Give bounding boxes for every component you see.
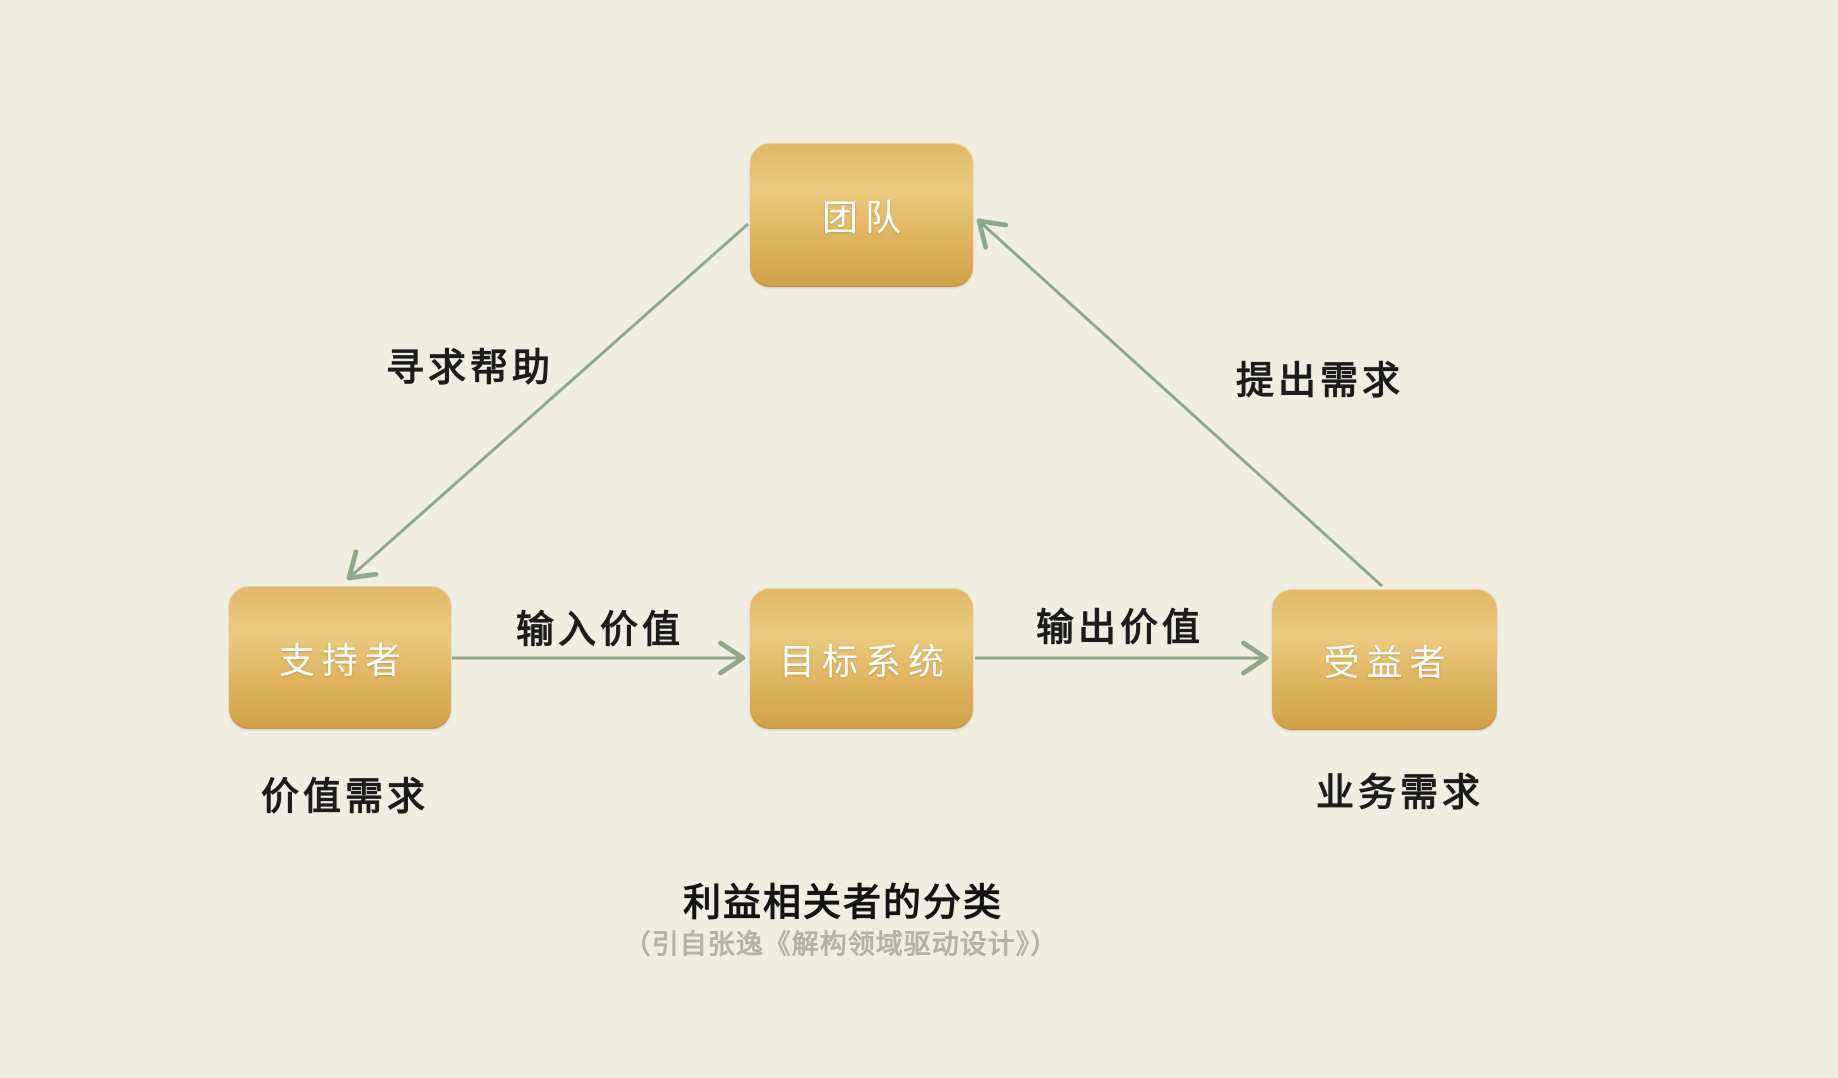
edge-label-output-value: 输出价值 (1035, 607, 1205, 650)
node-target-system: 目标系统 (750, 588, 973, 729)
node-beneficiary: 受益者 (1272, 589, 1497, 730)
node-team-label: 团队 (821, 198, 908, 238)
diagram-subtitle: （引自张逸《解构领域驱动设计》） (623, 929, 1059, 960)
edge-label-input-value: 输入价值 (515, 609, 685, 652)
node-beneficiary-label: 受益者 (1323, 642, 1453, 683)
node-supporter-label: 支持者 (278, 640, 408, 681)
edge-beneficiary-to-team (976, 218, 1384, 588)
edge-label-seek-help: 寻求帮助 (385, 347, 555, 390)
diagram-title: 利益相关者的分类 (682, 882, 1004, 925)
node-supporter: 支持者 (229, 586, 451, 729)
annotation-value-requirement: 价值需求 (260, 776, 430, 819)
edge-team-to-supporter (346, 222, 749, 581)
annotation-business-requirement: 业务需求 (1315, 772, 1485, 815)
node-target-system-label: 目标系统 (778, 641, 951, 682)
edge-label-raise-demand: 提出需求 (1235, 360, 1405, 403)
node-team: 团队 (750, 143, 973, 287)
